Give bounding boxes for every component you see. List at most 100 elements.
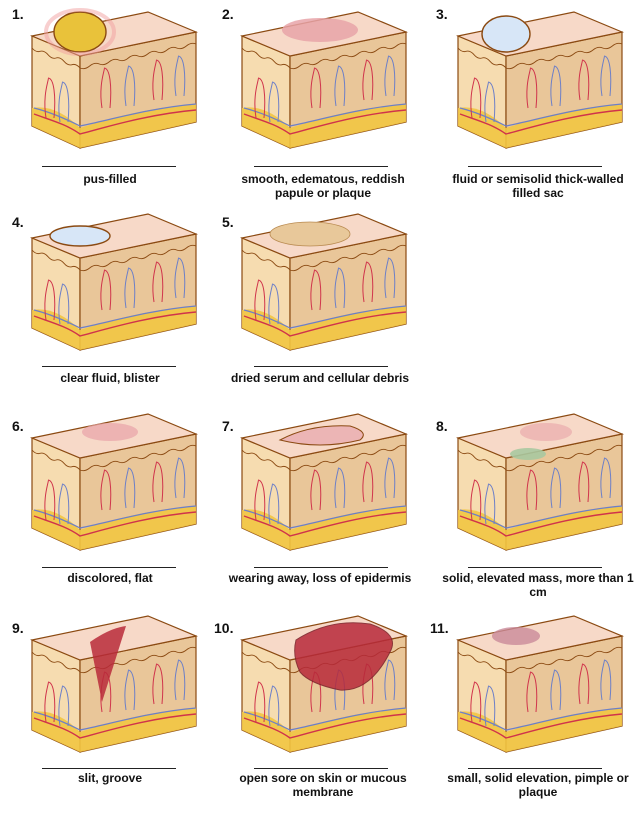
epidermis-line	[457, 651, 507, 673]
dermal-papilla-vessel	[58, 283, 70, 325]
vessel-red	[459, 109, 623, 135]
item-caption: small, solid elevation, pimple or plaque	[447, 771, 629, 799]
dermal-papilla-vessel	[124, 669, 136, 711]
dermal-papilla-vessel	[526, 469, 538, 511]
epidermis-line	[505, 42, 623, 70]
fissure-groove	[90, 626, 126, 702]
skin-block-macule	[29, 413, 199, 551]
epidermis-line	[505, 646, 623, 674]
item-number: 1.	[12, 6, 24, 22]
vessel-red	[33, 311, 197, 337]
inflammation-halo	[44, 8, 116, 56]
epidermis-line	[457, 47, 507, 69]
dermal-papilla-vessel	[484, 685, 496, 727]
vessel-red	[33, 109, 197, 135]
vessel-blue	[243, 103, 407, 127]
dermal-papilla-vessel	[550, 467, 562, 509]
dermal-papilla-vessel	[310, 67, 322, 109]
answer-blank[interactable]	[254, 366, 388, 367]
vessel-blue	[33, 707, 197, 731]
dermal-papilla-vessel	[174, 659, 186, 701]
answer-blank[interactable]	[468, 768, 602, 769]
dermal-papilla-vessel	[384, 659, 396, 701]
answer-blank[interactable]	[254, 768, 388, 769]
item-number: 7.	[222, 418, 234, 434]
vesicle-blister	[49, 225, 111, 247]
vessel-red	[33, 511, 197, 537]
skin-block-fissure	[29, 615, 199, 753]
skin-block-crust	[239, 213, 409, 351]
vessel-blue	[33, 305, 197, 329]
dermal-papilla-vessel	[334, 65, 346, 107]
item-caption: slit, groove	[77, 771, 142, 785]
dermal-papilla-vessel	[384, 257, 396, 299]
dermal-papilla-vessel	[578, 461, 590, 503]
dermal-papilla-vessel	[100, 269, 112, 311]
vessel-red	[459, 713, 623, 739]
dermal-papilla-vessel	[268, 283, 280, 325]
dermal-papilla-vessel	[174, 257, 186, 299]
epidermis-line	[79, 444, 197, 472]
answer-blank[interactable]	[42, 366, 176, 367]
fat-layer	[80, 306, 196, 350]
epidermis-line	[289, 444, 407, 472]
dermal-papilla-vessel	[254, 681, 266, 723]
dermal-papilla-vessel	[310, 469, 322, 511]
skin-surface	[29, 213, 199, 259]
answer-blank[interactable]	[42, 166, 176, 167]
fat-layer	[506, 104, 622, 148]
nodule-surface	[520, 423, 572, 441]
dermal-papilla-vessel	[526, 67, 538, 109]
dermal-papilla-vessel	[44, 279, 56, 321]
vessel-blue	[243, 305, 407, 329]
dermal-papilla-vessel	[58, 483, 70, 525]
answer-blank[interactable]	[254, 166, 388, 167]
epidermis-line	[241, 449, 291, 471]
vessel-blue	[33, 505, 197, 529]
item-caption: fluid or semisolid thick-walled filled s…	[452, 172, 624, 200]
dermal-papilla-vessel	[58, 685, 70, 727]
vessel-blue	[459, 103, 623, 127]
fat-layer	[290, 708, 406, 752]
skin-block-papule	[455, 615, 625, 753]
answer-blank[interactable]	[254, 567, 388, 568]
answer-blank[interactable]	[42, 567, 176, 568]
dermal-papilla-vessel	[362, 261, 374, 303]
cyst-sac	[481, 15, 531, 53]
dermal-papilla-vessel	[254, 279, 266, 321]
item-number: 10.	[214, 620, 234, 636]
dermal-papilla-vessel	[470, 479, 482, 521]
dermal-papilla-vessel	[44, 77, 56, 119]
answer-blank[interactable]	[42, 768, 176, 769]
dermal-papilla-vessel	[600, 457, 612, 499]
crust-patch	[269, 221, 351, 247]
dermal-papilla-vessel	[600, 659, 612, 701]
epidermis-line	[289, 244, 407, 272]
fat-layer	[506, 506, 622, 550]
dermal-papilla-vessel	[384, 457, 396, 499]
nodule-mass	[510, 448, 546, 460]
epidermis-line	[241, 47, 291, 69]
item-number: 9.	[12, 620, 24, 636]
vessel-red	[243, 511, 407, 537]
item-caption: dried serum and cellular debris	[230, 371, 410, 385]
fat-layer	[80, 708, 196, 752]
answer-blank[interactable]	[468, 166, 602, 167]
dermal-papilla-vessel	[44, 479, 56, 521]
dermal-papilla-vessel	[44, 681, 56, 723]
dermal-papilla-vessel	[124, 65, 136, 107]
dermal-papilla-vessel	[124, 267, 136, 309]
item-number: 4.	[12, 214, 24, 230]
dermal-papilla-vessel	[58, 81, 70, 123]
answer-blank[interactable]	[468, 567, 602, 568]
dermal-papilla-vessel	[362, 461, 374, 503]
skin-surface	[455, 615, 625, 661]
item-caption: pus-filled	[83, 172, 137, 186]
vessel-red	[33, 713, 197, 739]
skin-block-ulcer	[239, 615, 409, 753]
item-number: 6.	[12, 418, 24, 434]
vessel-red	[243, 311, 407, 337]
dermal-papilla-vessel	[310, 269, 322, 311]
item-number: 3.	[436, 6, 448, 22]
dermal-papilla-vessel	[334, 467, 346, 509]
